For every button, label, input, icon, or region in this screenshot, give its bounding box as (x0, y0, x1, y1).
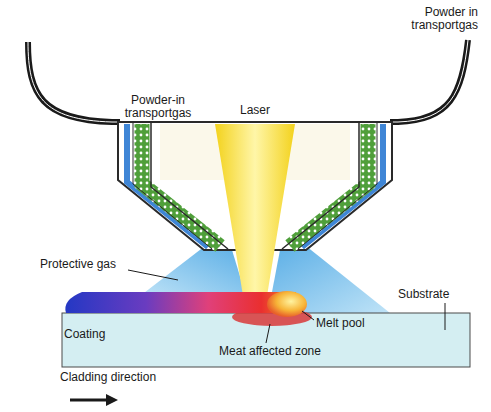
powder-hose (28, 42, 120, 122)
powder-hose-highlight (28, 42, 120, 122)
label: Substrate (398, 288, 468, 301)
leader-line (302, 311, 314, 320)
leader-line (128, 270, 178, 280)
leader-line (445, 303, 446, 330)
protective-gas-cone (140, 246, 246, 296)
label: Coating (64, 328, 134, 341)
powder-hose-highlight (390, 40, 468, 122)
leader-line (266, 324, 270, 343)
label: Powder-in transportgas (116, 94, 200, 120)
direction-arrow (70, 399, 108, 402)
melt-pool (267, 291, 307, 317)
powder-hose (390, 40, 468, 122)
label: Protective gas (40, 258, 128, 271)
label: Meat affected zone (205, 345, 335, 358)
label: Cladding direction (60, 371, 190, 384)
label: Laser (225, 104, 285, 117)
label: Melt pool (316, 317, 386, 330)
laser-beam (215, 124, 295, 302)
coating (65, 292, 296, 313)
label: Powder in transportgas (390, 6, 478, 32)
direction-arrowhead (106, 394, 118, 406)
